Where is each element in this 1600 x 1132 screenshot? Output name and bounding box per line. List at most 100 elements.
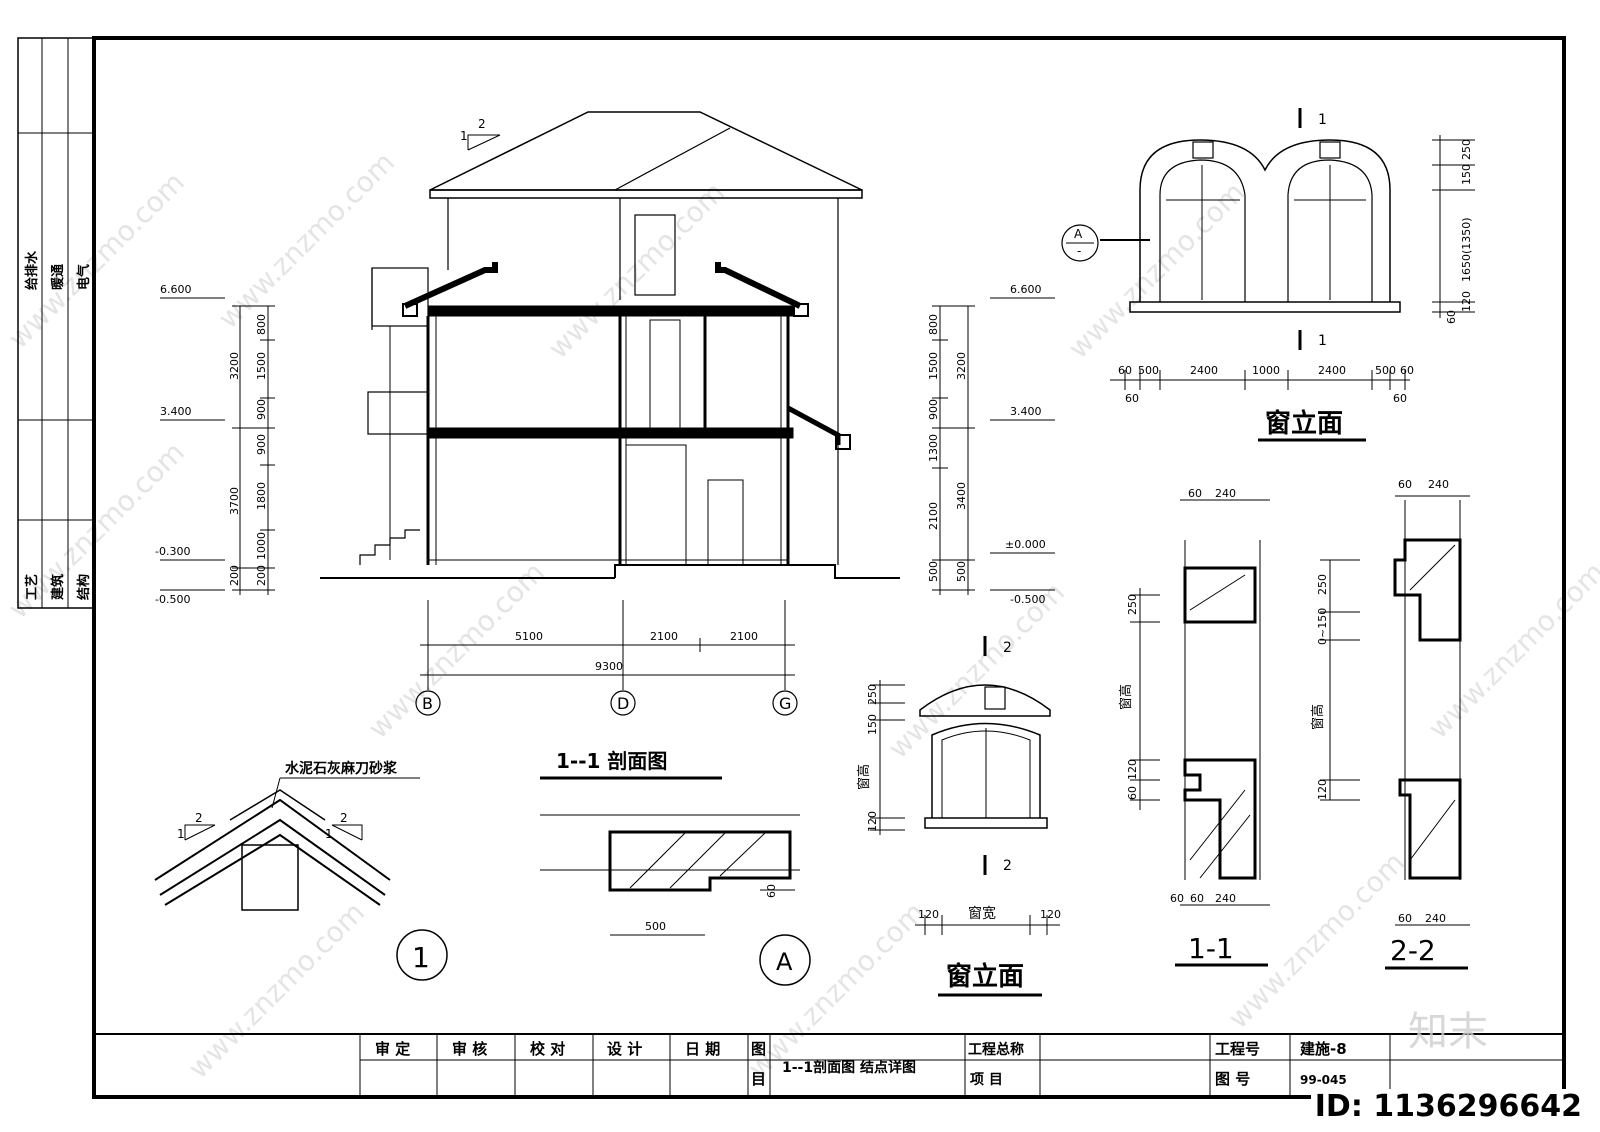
d22-side-120: 120 — [1316, 779, 1329, 800]
dim-l-800: 800 — [255, 314, 268, 335]
detail-a-labels: 500 60 A — [645, 884, 793, 976]
detail-a-dim-60: 60 — [765, 884, 778, 898]
tb-project-no-label: 工程号 — [1215, 1040, 1260, 1058]
section-labels: 6.600 3.400 -0.300 -0.500 6.600 3.400 ±0… — [155, 117, 1046, 773]
side-panel-labels: 给排水 暖通 电气 工艺 建筑 结构 — [24, 250, 92, 600]
window-elevation-small-labels: 2 2 250 150 窗高 120 120 窗宽 120 窗立面 — [856, 640, 1061, 992]
title-block-labels: 审 定 审 核 校 对 设 计 日 期 图 目 1--1剖面图 结点详图 工程总… — [375, 1040, 1347, 1088]
side-panel — [17, 37, 95, 609]
win-dim-500a: 500 — [1138, 364, 1159, 377]
side-label-process: 工艺 — [24, 574, 40, 600]
side-label-struct: 结构 — [76, 574, 92, 600]
roof-slope-2-rise: 1 — [325, 827, 333, 841]
tb-mu: 目 — [751, 1070, 766, 1088]
side-label-arch: 建筑 — [50, 574, 66, 600]
slope-run: 2 — [478, 117, 486, 131]
dim-l-1800: 1800 — [255, 482, 268, 510]
section-1-1 — [160, 111, 1055, 780]
elev-right-2: 3.400 — [1010, 405, 1042, 418]
sign-check: 校 对 — [530, 1040, 565, 1058]
a-marker-sub: - — [1077, 244, 1081, 258]
dim-r-500b: 500 — [955, 561, 968, 582]
tb-project-item: 项 目 — [970, 1072, 1003, 1088]
axis-b: B — [422, 694, 433, 713]
win-dim-2400b: 2400 — [1318, 364, 1346, 377]
dim-r-1500: 1500 — [927, 352, 940, 380]
sign-design: 设 计 — [607, 1040, 642, 1058]
detail-a — [540, 814, 811, 986]
tb-project-no-value: 建施-8 — [1300, 1040, 1347, 1058]
tb-tu: 图 — [751, 1040, 766, 1058]
dim-5100: 5100 — [515, 630, 543, 643]
cut-mark-2-bottom: 2 — [1003, 858, 1012, 874]
elev-right-4: -0.500 — [1010, 593, 1045, 606]
roof-detail-labels: 水泥石灰麻刀砂浆 1 2 1 2 1 — [177, 760, 430, 974]
dim-l-3700: 3700 — [228, 487, 241, 515]
d11-bot-60a: 60 — [1170, 892, 1184, 905]
elev-left-2: 3.400 — [160, 405, 192, 418]
watermark-id: ID: 1136296642 — [1310, 1089, 1586, 1124]
detail-circle-a: A — [776, 948, 793, 976]
watermark-text: www.znzmo.com — [542, 176, 731, 365]
dim-l-1500: 1500 — [255, 352, 268, 380]
detail-2-2-labels: 60 240 250 0~150 窗高 120 60 240 2-2 — [1310, 478, 1449, 967]
d22-top-60: 60 — [1398, 478, 1412, 491]
dim-l-900b: 900 — [255, 434, 268, 455]
d11-bot-60b: 60 — [1190, 892, 1204, 905]
elev-right-1: 6.600 — [1010, 283, 1042, 296]
win-rdim-1650: 1650(1350) — [1460, 217, 1473, 282]
dim-r-500a: 500 — [927, 561, 940, 582]
roof-slope-2-run: 2 — [340, 811, 348, 825]
cut-mark-1-top: 1 — [1318, 112, 1327, 128]
window-elevation-large — [1061, 108, 1475, 442]
sw-dim-height: 窗高 — [856, 764, 872, 790]
sw-dim-120a: 120 — [918, 908, 939, 921]
win-dim-60b: 60 — [1400, 364, 1414, 377]
sw-dim-120b: 120 — [1040, 908, 1061, 921]
tb-drawing-no-value: 99-045 — [1300, 1073, 1347, 1087]
d11-top-60: 60 — [1188, 487, 1202, 500]
win-rdim-60: 60 — [1445, 310, 1458, 324]
d22-bot-60: 60 — [1398, 912, 1412, 925]
win-dim-60a: 60 — [1118, 364, 1132, 377]
watermark-text: www.znzmo.com — [362, 556, 551, 745]
section-title: 1--1 剖面图 — [556, 749, 667, 773]
dim-r-3400: 3400 — [955, 482, 968, 510]
tb-drawing-name: 1--1剖面图 结点详图 — [782, 1059, 916, 1076]
sw-dim-250: 250 — [866, 684, 879, 705]
sign-review: 审 核 — [452, 1040, 487, 1058]
elev-left-4: -0.500 — [155, 593, 190, 606]
detail-1-1-labels: 60 240 250 窗高 120 60 60 60 240 1-1 — [1118, 487, 1236, 965]
dim-l-3200: 3200 — [228, 352, 241, 380]
detail-circle-1: 1 — [412, 941, 430, 974]
d22-side-height: 窗高 — [1310, 704, 1326, 730]
detail-1-1 — [1130, 499, 1270, 967]
roof-slope-1-rise: 1 — [177, 827, 185, 841]
detail-2-2-title: 2-2 — [1390, 934, 1436, 967]
title-block — [94, 1033, 1564, 1097]
axis-d: D — [617, 694, 629, 713]
win-rdim-250: 250 — [1460, 139, 1473, 160]
elev-left-3: -0.300 — [155, 545, 190, 558]
win-dim-2400a: 2400 — [1190, 364, 1218, 377]
watermark-logo: 知末 — [1408, 1009, 1488, 1055]
d22-side-0-150: 0~150 — [1316, 608, 1329, 645]
sw-dim-120: 120 — [866, 811, 879, 832]
side-label-hvac: 暖通 — [50, 264, 66, 290]
win-dim-sub-60a: 60 — [1125, 392, 1139, 405]
window-title-2: 窗立面 — [946, 961, 1024, 992]
side-label-electric: 电气 — [76, 264, 92, 290]
roof-note: 水泥石灰麻刀砂浆 — [285, 760, 398, 777]
d11-side-height: 窗高 — [1118, 684, 1134, 710]
watermark-text: www.znzmo.com — [182, 896, 371, 1085]
watermark-layer: www.znzmo.com www.znzmo.com www.znzmo.co… — [2, 146, 1600, 1085]
dim-9300: 9300 — [595, 660, 623, 673]
detail-1-1-title: 1-1 — [1188, 932, 1234, 965]
win-rdim-120: 120 — [1460, 291, 1473, 312]
dim-l-200a: 200 — [255, 565, 268, 586]
win-rdim-150: 150 — [1460, 164, 1473, 185]
watermark-text: www.znzmo.com — [1222, 846, 1411, 1035]
window-title-1: 窗立面 — [1265, 408, 1343, 439]
d11-side-120: 120 — [1126, 759, 1139, 780]
